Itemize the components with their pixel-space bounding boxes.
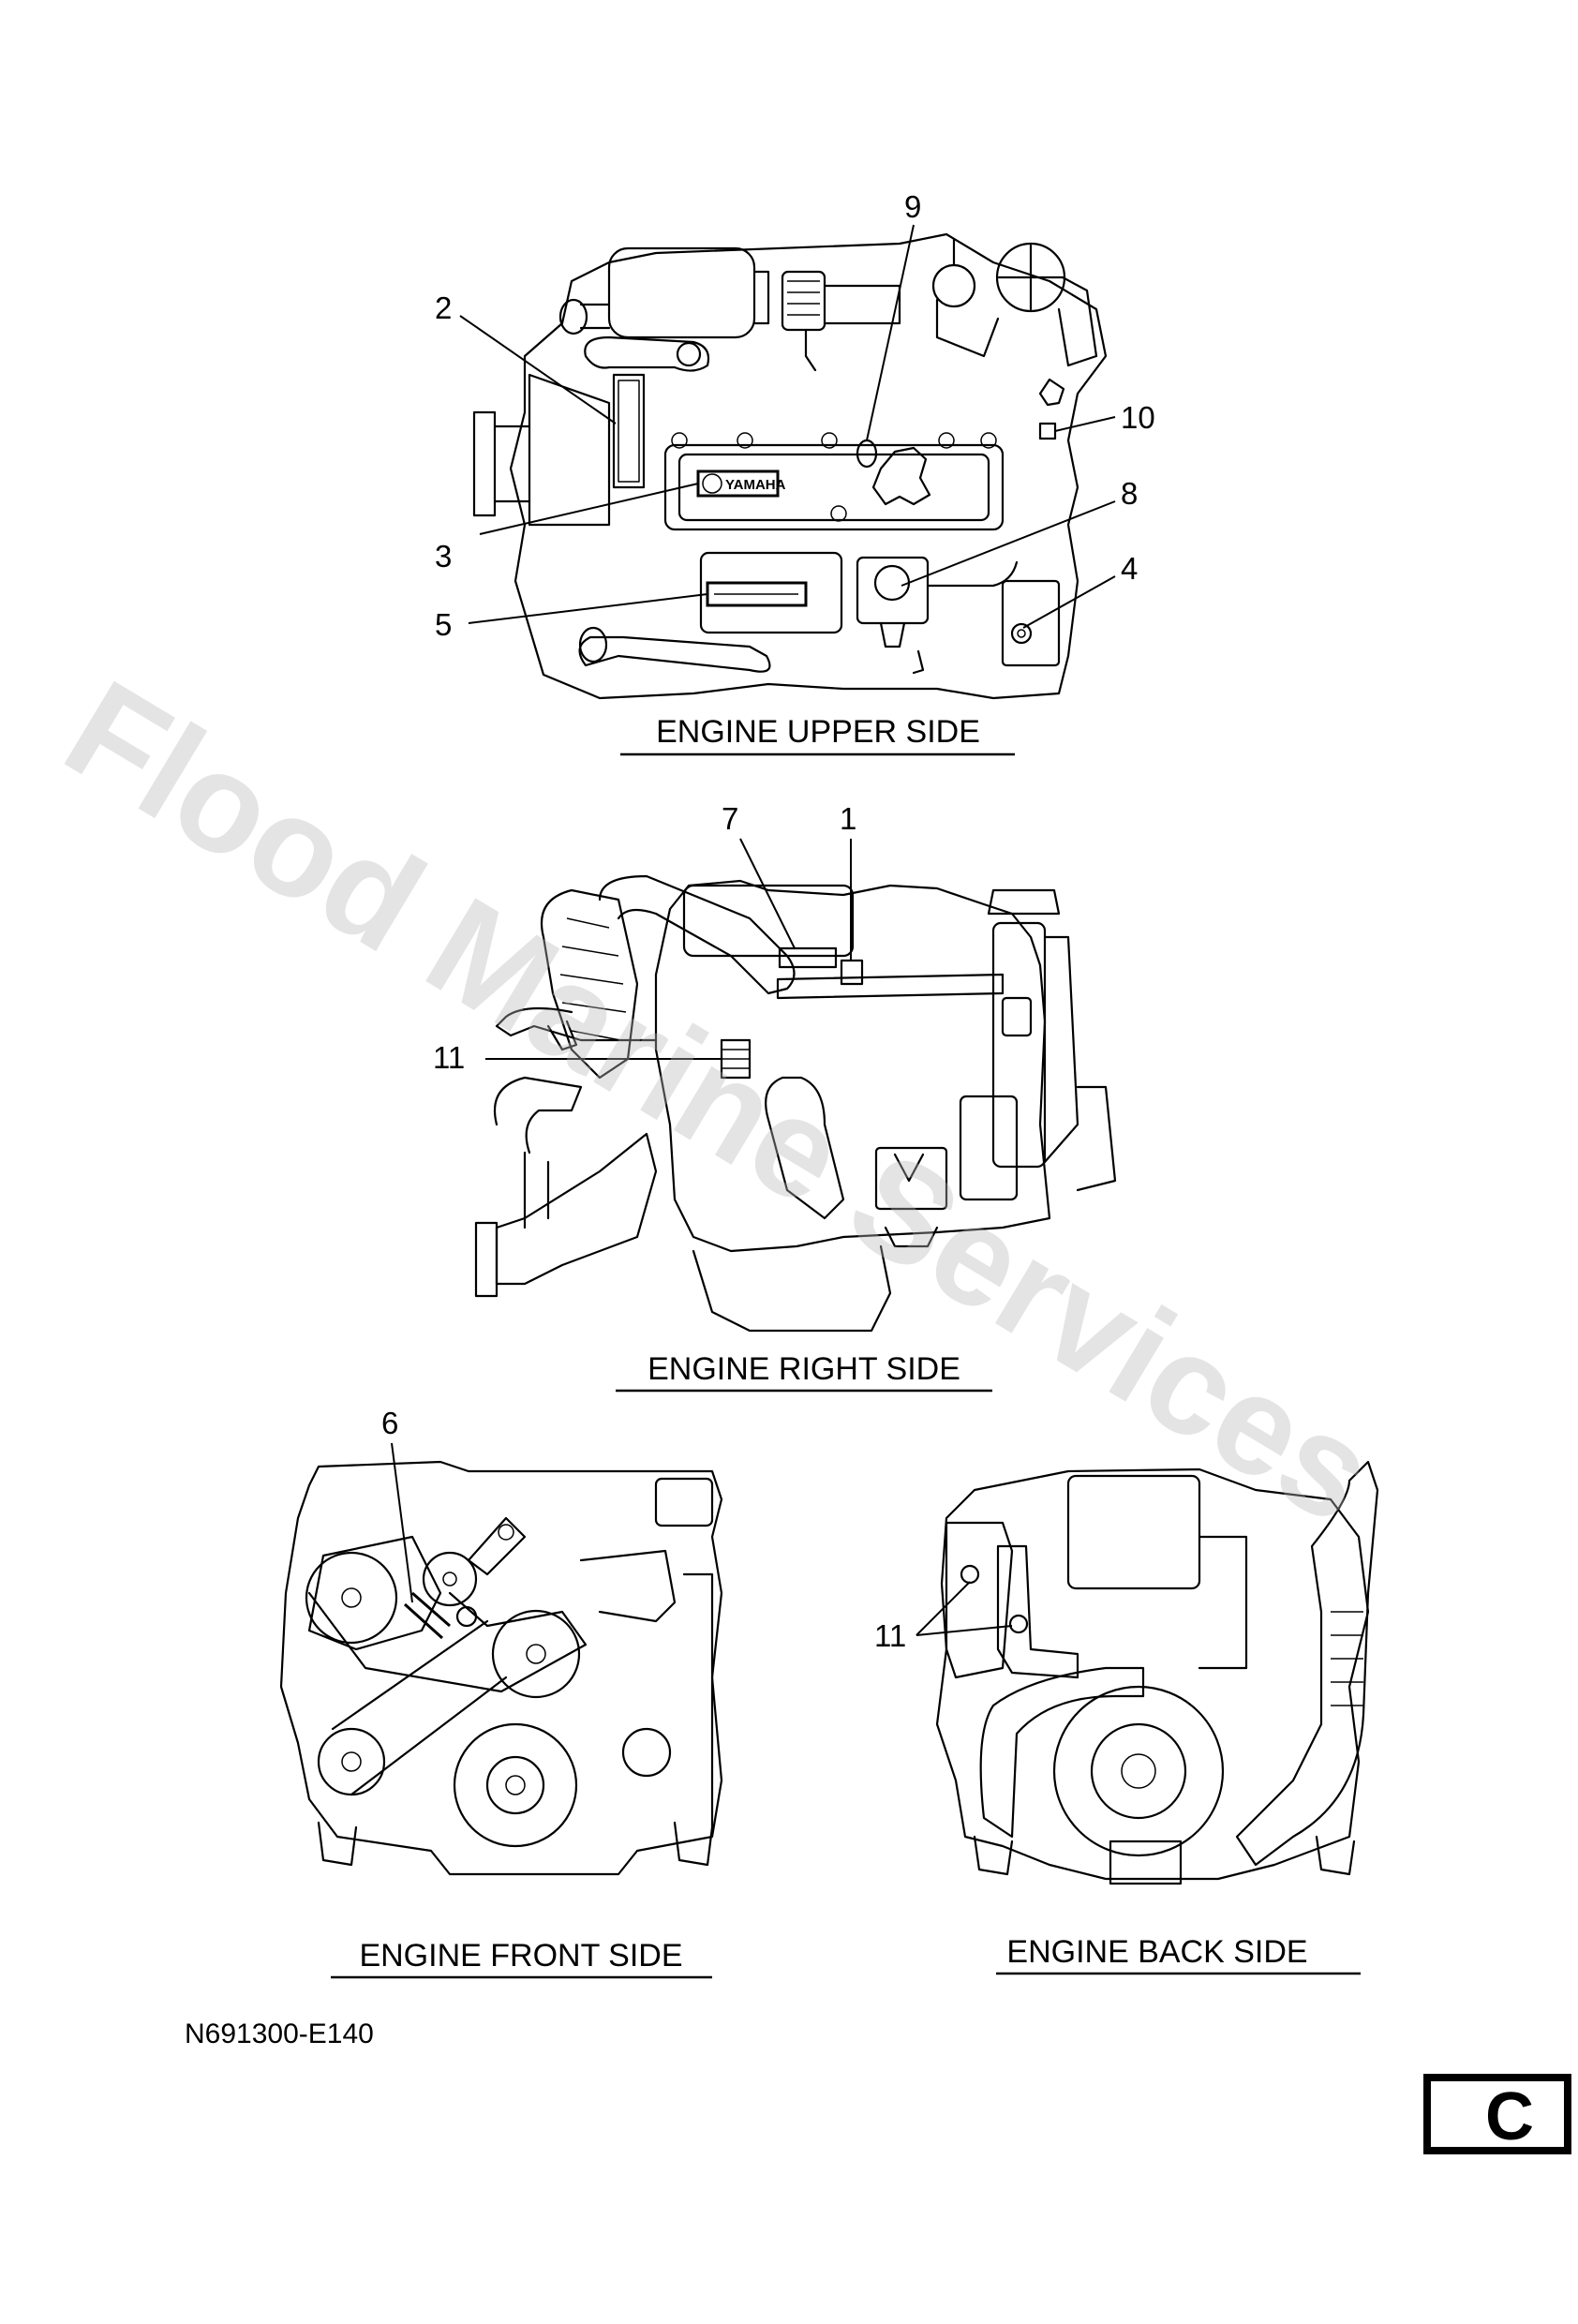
watermark-text: Flood Marine Services: [41, 649, 1401, 1553]
callout-8: 8: [1121, 476, 1138, 511]
engine-back-side-drawing: [935, 1460, 1379, 1885]
caption-engine-upper-side: ENGINE UPPER SIDE: [656, 714, 980, 750]
callout-11-right: 11: [433, 1040, 465, 1075]
callout-5: 5: [435, 607, 452, 642]
back-side-callouts: 11: [874, 1581, 1013, 1653]
callout-10: 10: [1121, 400, 1155, 435]
callout-6: 6: [381, 1406, 398, 1440]
yamaha-logo-text: YAMAHA: [725, 477, 786, 493]
caption-engine-back-side: ENGINE BACK SIDE: [1006, 1934, 1307, 1970]
upper-side-callouts: 9 2 10 8 3 4 5: [435, 189, 1155, 642]
callout-4: 4: [1121, 551, 1138, 586]
callout-1: 1: [840, 801, 856, 836]
engine-upper-side-drawing: YAMAHA: [472, 232, 1108, 700]
callout-9: 9: [904, 189, 921, 224]
caption-engine-right-side: ENGINE RIGHT SIDE: [648, 1351, 960, 1387]
section-tab: C: [1423, 2074, 1571, 2154]
callout-3: 3: [435, 539, 452, 574]
callout-2: 2: [435, 290, 452, 325]
callout-11-back: 11: [874, 1618, 906, 1653]
engine-right-side-drawing: [474, 874, 1117, 1333]
callout-7: 7: [722, 801, 738, 836]
front-side-callouts: 6: [381, 1406, 413, 1603]
right-side-callouts: 7 1 11: [433, 801, 856, 1075]
engine-front-side-drawing: [279, 1460, 723, 1876]
figure-code: N691300-E140: [185, 2019, 374, 2049]
section-tab-letter: C: [1485, 2079, 1534, 2154]
caption-engine-front-side: ENGINE FRONT SIDE: [359, 1938, 682, 1974]
